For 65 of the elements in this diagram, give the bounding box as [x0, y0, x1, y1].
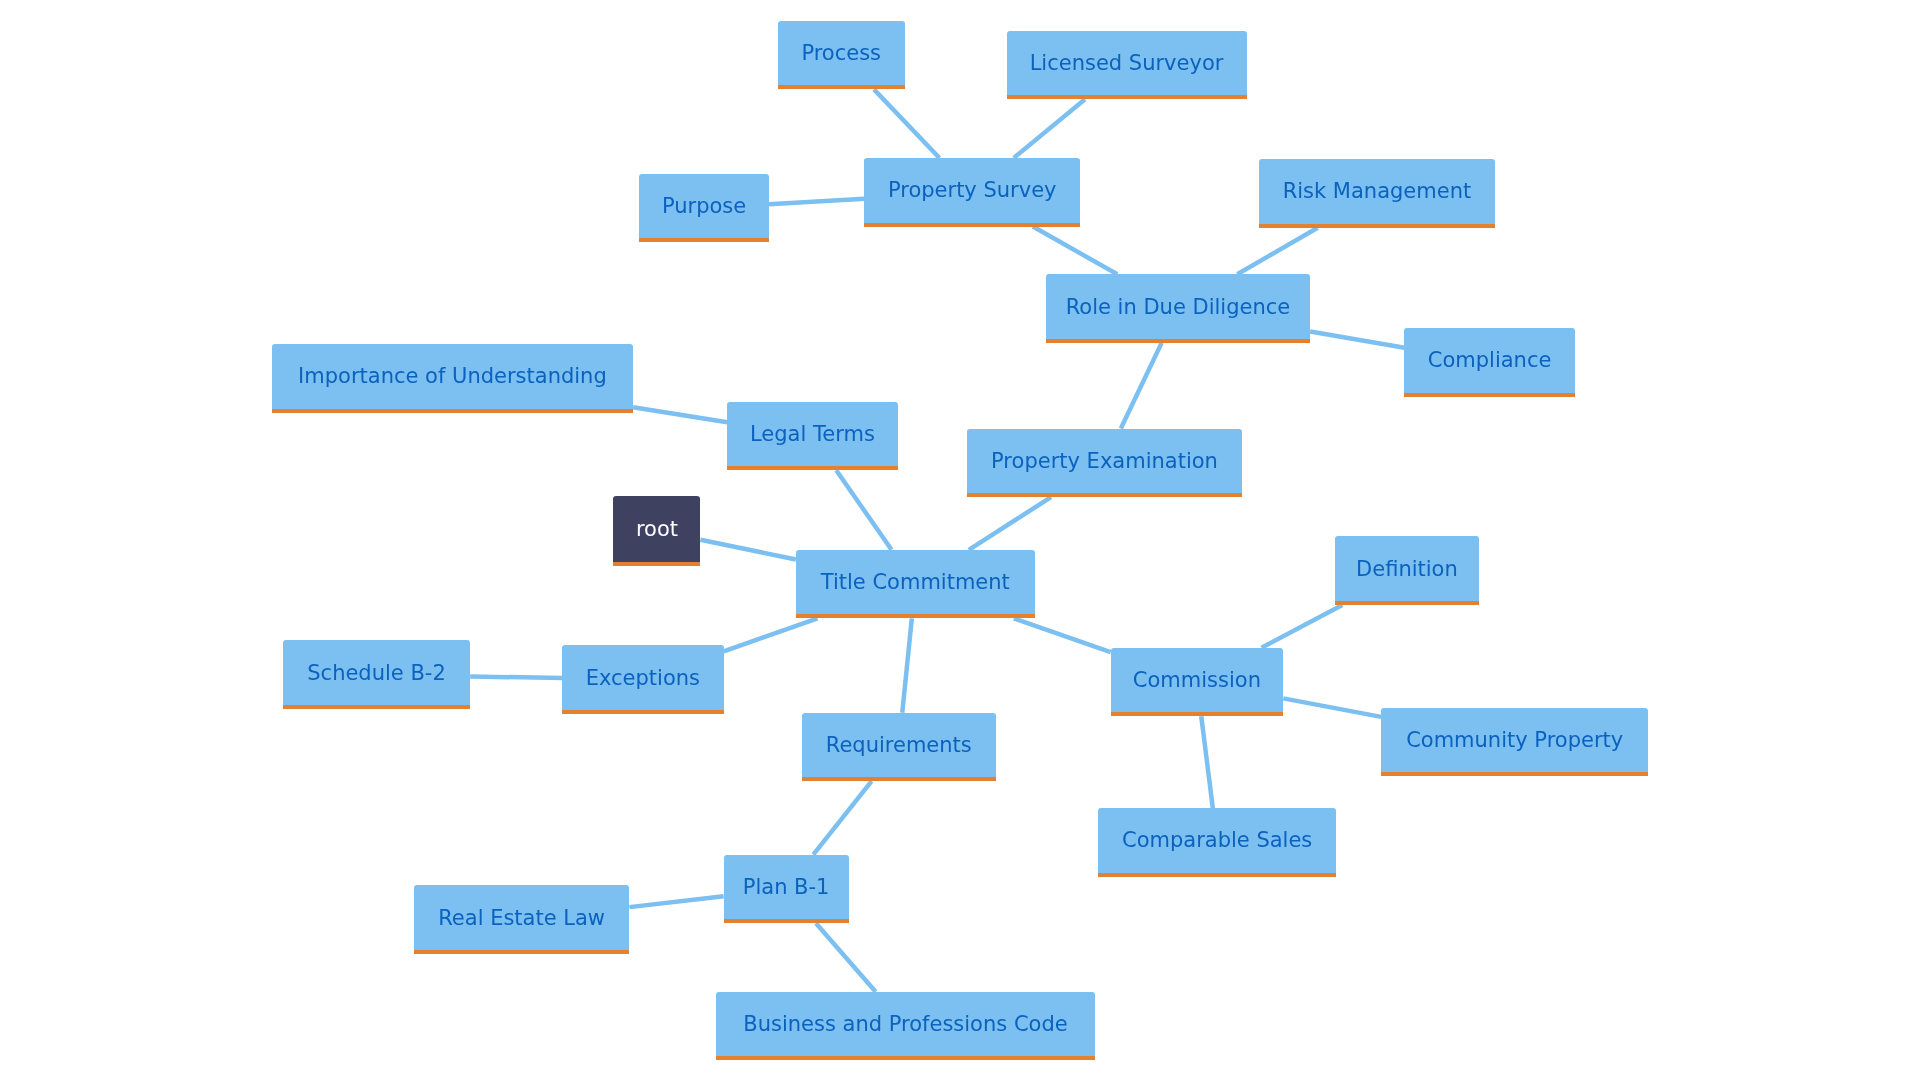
- connector-line: [967, 495, 1053, 552]
- topic-box: [777, 20, 905, 90]
- connector-line: [629, 893, 724, 910]
- connector-line: [1309, 329, 1405, 350]
- connector-line: [1282, 696, 1382, 720]
- connector-line: [470, 674, 563, 681]
- connector-line: [1031, 224, 1119, 277]
- topic-box: [1381, 707, 1649, 777]
- connector-line: [1236, 225, 1319, 277]
- topic-label: Commission: [1132, 668, 1261, 693]
- topic-label: Title Commitment: [820, 570, 1010, 595]
- topic-box: [282, 640, 471, 709]
- topic-label: root: [635, 516, 678, 541]
- connector-line: [900, 618, 915, 713]
- connector-line: [834, 468, 894, 552]
- topic-label: Risk Management: [1282, 179, 1472, 204]
- topic-box: [716, 991, 1095, 1061]
- connector-line: [1012, 97, 1087, 160]
- topic-label: Importance of Understanding: [298, 364, 607, 389]
- connector-line: [1013, 616, 1112, 655]
- connector-line: [1118, 341, 1164, 430]
- topic-box: [562, 645, 724, 714]
- connector-line: [872, 87, 942, 160]
- connector-line: [768, 196, 865, 207]
- topic-box: [1098, 808, 1336, 877]
- topic-box: [1045, 274, 1311, 343]
- topic-box: [1334, 536, 1480, 605]
- connector-line: [699, 537, 797, 562]
- topic-label: Exceptions: [585, 665, 700, 690]
- topic-box: [1006, 30, 1247, 100]
- topic-box: [802, 712, 996, 782]
- topic-label: Comparable Sales: [1121, 828, 1313, 853]
- connector-line: [814, 921, 878, 994]
- topic-label: Definition: [1356, 556, 1458, 581]
- topic-box: [613, 495, 701, 566]
- topic-label: Business and Professions Code: [743, 1012, 1068, 1037]
- topic-label: Licensed Surveyor: [1029, 50, 1224, 75]
- topic-box: [723, 854, 849, 924]
- topic-label: Real Estate Law: [438, 905, 606, 930]
- topic-box: [1404, 328, 1575, 397]
- topic-box: [967, 428, 1242, 498]
- topic-box: [795, 549, 1035, 619]
- topic-box: [864, 157, 1080, 227]
- connector-line: [811, 779, 874, 857]
- connector-line: [1260, 602, 1344, 650]
- topic-label: Plan B-1: [742, 874, 830, 899]
- topic-label: Community Property: [1406, 728, 1624, 753]
- connector-line: [1199, 716, 1216, 809]
- connector-line: [722, 616, 819, 654]
- topic-label: Legal Terms: [750, 421, 875, 446]
- topic-box: [727, 401, 898, 471]
- topic-label: Purpose: [661, 194, 747, 219]
- topic-box: [1258, 159, 1496, 228]
- topic-label: Compliance: [1427, 348, 1552, 373]
- topic-label: Property Survey: [887, 178, 1057, 203]
- topic-label: Property Examination: [991, 448, 1218, 473]
- topic-box: [413, 885, 630, 954]
- topic-label: Requirements: [825, 732, 972, 757]
- topic-label: Process: [801, 41, 882, 66]
- topic-box: [639, 173, 769, 243]
- topic-label: Schedule B-2: [307, 660, 446, 685]
- connector-line: [632, 405, 728, 425]
- topic-box: [271, 344, 634, 413]
- topic-box: [1110, 647, 1284, 717]
- topic-label: Role in Due Diligence: [1065, 294, 1291, 319]
